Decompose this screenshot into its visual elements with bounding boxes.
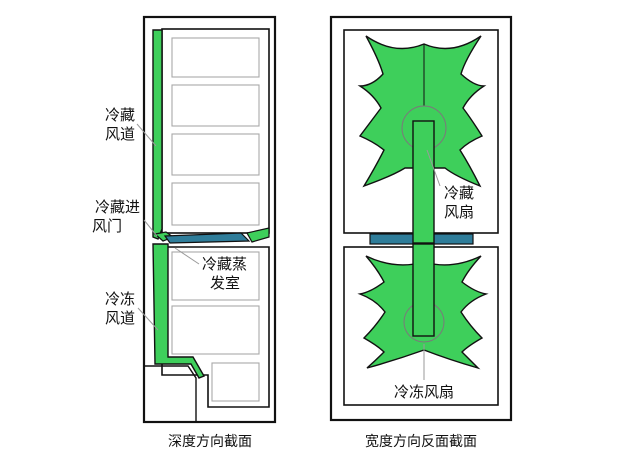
left-freezer-duct: [152, 243, 206, 379]
left-evaporator-chamber: [163, 232, 251, 244]
refrigeration-duct-label-line1: 冷藏: [105, 106, 135, 124]
left-fridge-shelves: [171, 37, 260, 226]
right-lower-center-duct: [412, 243, 435, 337]
refrigeration-inlet-label-line2: 风门: [92, 217, 122, 235]
refrigeration-fan-label-line2: 风扇: [444, 203, 474, 221]
refrigeration-evaporator-label-line2: 发室: [210, 274, 240, 292]
freezer-duct-label-line2: 风道: [105, 309, 135, 327]
left-freezer-liner: [161, 246, 270, 408]
depth-section-diagram: 冷藏 风道 冷藏进 风门 冷藏蒸 发室 冷冻 风道 深度方向截面: [92, 15, 277, 450]
left-guide-lines: [136, 123, 200, 331]
left-freezer-drawers: [171, 251, 260, 402]
refrigeration-evaporator-label-line1: 冷藏蒸: [202, 255, 247, 273]
refrigeration-duct-label-line2: 风道: [105, 125, 135, 143]
left-compressor-niche: [144, 365, 197, 422]
freezer-duct-label-line1: 冷冻: [105, 290, 135, 308]
width-section-diagram: 冷藏 风扇 冷冻风扇 宽度方向反面截面: [329, 15, 513, 450]
freezer-fan-label: 冷冻风扇: [394, 383, 454, 401]
right-guide-lines: [423, 149, 441, 380]
left-fridge-duct: [152, 29, 163, 240]
right-upper-center-duct: [412, 120, 435, 244]
depth-section-caption: 深度方向截面: [168, 434, 252, 450]
left-evap-green-right: [246, 227, 270, 243]
refrigeration-fan-label-line1: 冷藏: [444, 184, 474, 202]
width-section-caption: 宽度方向反面截面: [365, 433, 477, 450]
refrigeration-inlet-label-line1: 冷藏进: [95, 198, 140, 216]
